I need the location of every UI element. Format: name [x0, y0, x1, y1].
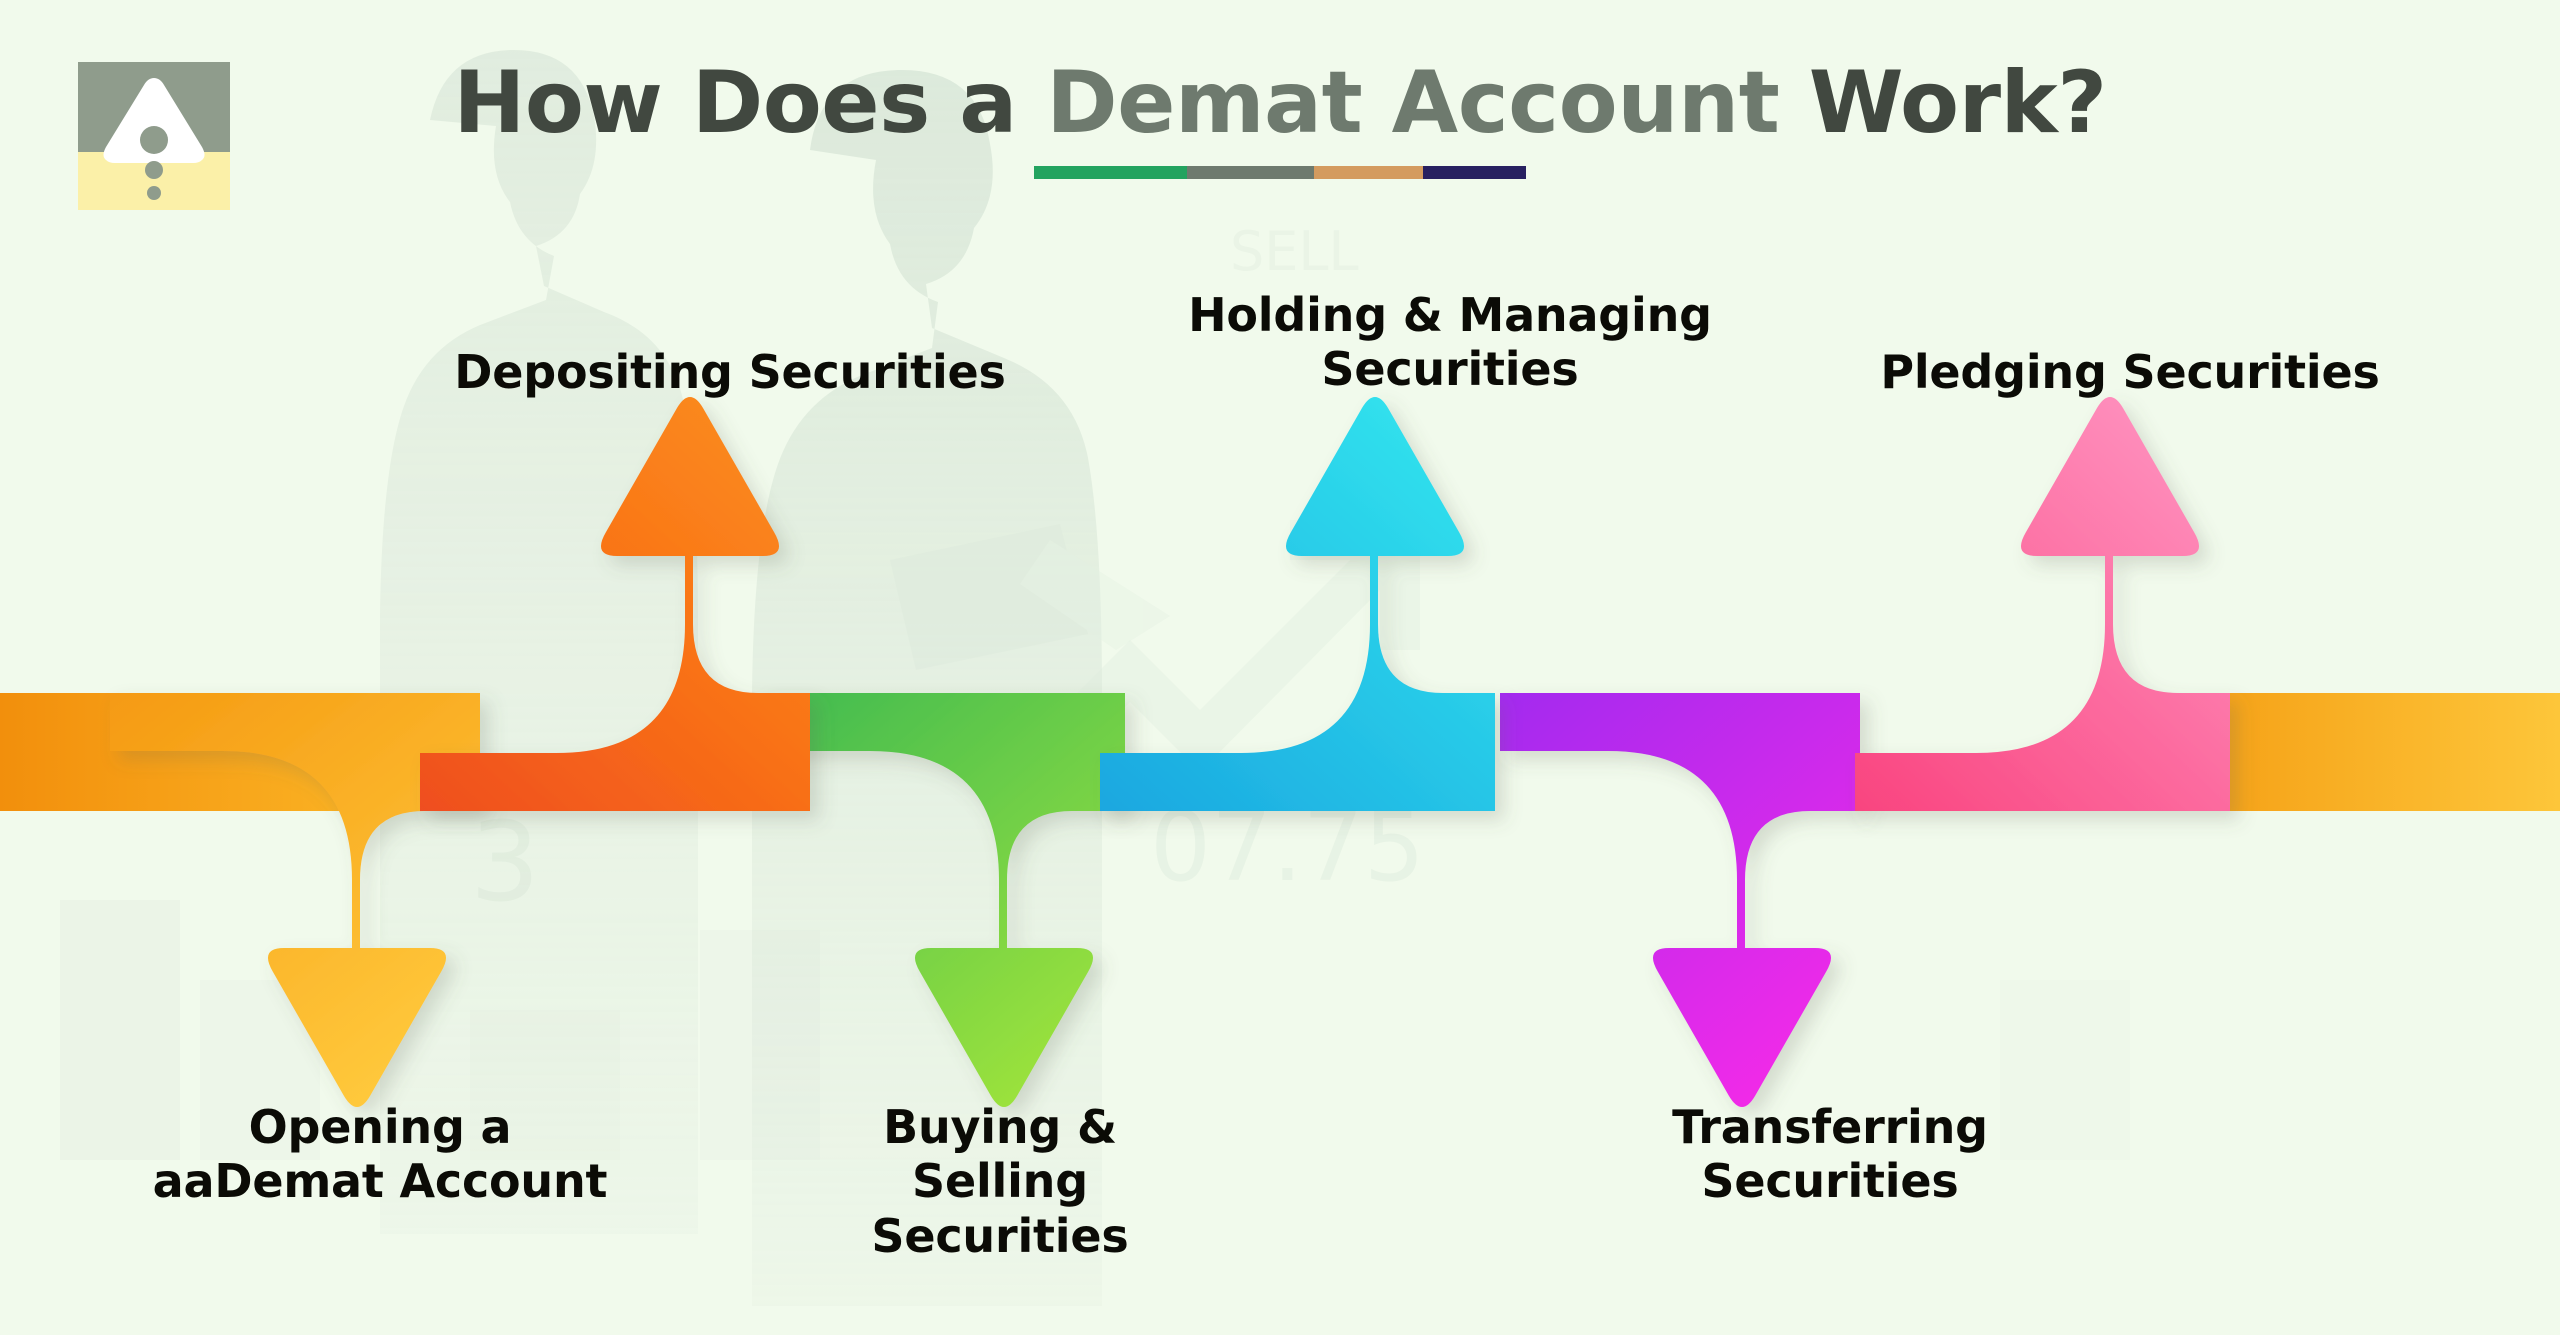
brand-logo[interactable]: [78, 62, 230, 210]
flow-arrow-depositing-securities[interactable]: [420, 397, 810, 811]
flow-arrow-holding-managing-securities[interactable]: [1100, 397, 1495, 811]
flow-arrow-buying-selling-securities[interactable]: [760, 693, 1125, 1107]
title-accent-bar: [1034, 166, 1526, 180]
flow-arrow-pledging-securities[interactable]: [1855, 397, 2230, 811]
logo-triangle-mark: [103, 78, 205, 163]
page-title: How Does a Demat Account Work?: [0, 58, 2560, 148]
flow-arrow-transferring-securities[interactable]: [1500, 693, 1860, 1107]
step-label-pledging-securities: Pledging Securities: [1880, 345, 2380, 399]
accent-seg-graygreen: [1186, 166, 1315, 180]
logo-dot-lower: [147, 186, 161, 200]
step-label-holding-managing-securities: Holding & Managing Securities: [1188, 288, 1712, 397]
page-title-highlight: Demat Account: [1046, 53, 1780, 153]
accent-seg-tan: [1314, 166, 1423, 180]
page-title-part1: How Does a: [453, 53, 1047, 153]
step-label-depositing-securities: Depositing Securities: [454, 345, 1006, 399]
step-label-transferring-securities: Transferring Securities: [1672, 1100, 1988, 1209]
step-label-buying-selling-securities: Buying & Selling Securities: [871, 1100, 1129, 1263]
step-label-opening-demat-account: Opening a aaDemat Account: [152, 1100, 608, 1209]
page-title-part3: Work?: [1779, 53, 2107, 153]
logo-dot-upper: [145, 161, 163, 179]
accent-seg-navy: [1422, 166, 1526, 180]
header: How Does a Demat Account Work?: [0, 58, 2560, 180]
accent-seg-green: [1034, 166, 1187, 180]
